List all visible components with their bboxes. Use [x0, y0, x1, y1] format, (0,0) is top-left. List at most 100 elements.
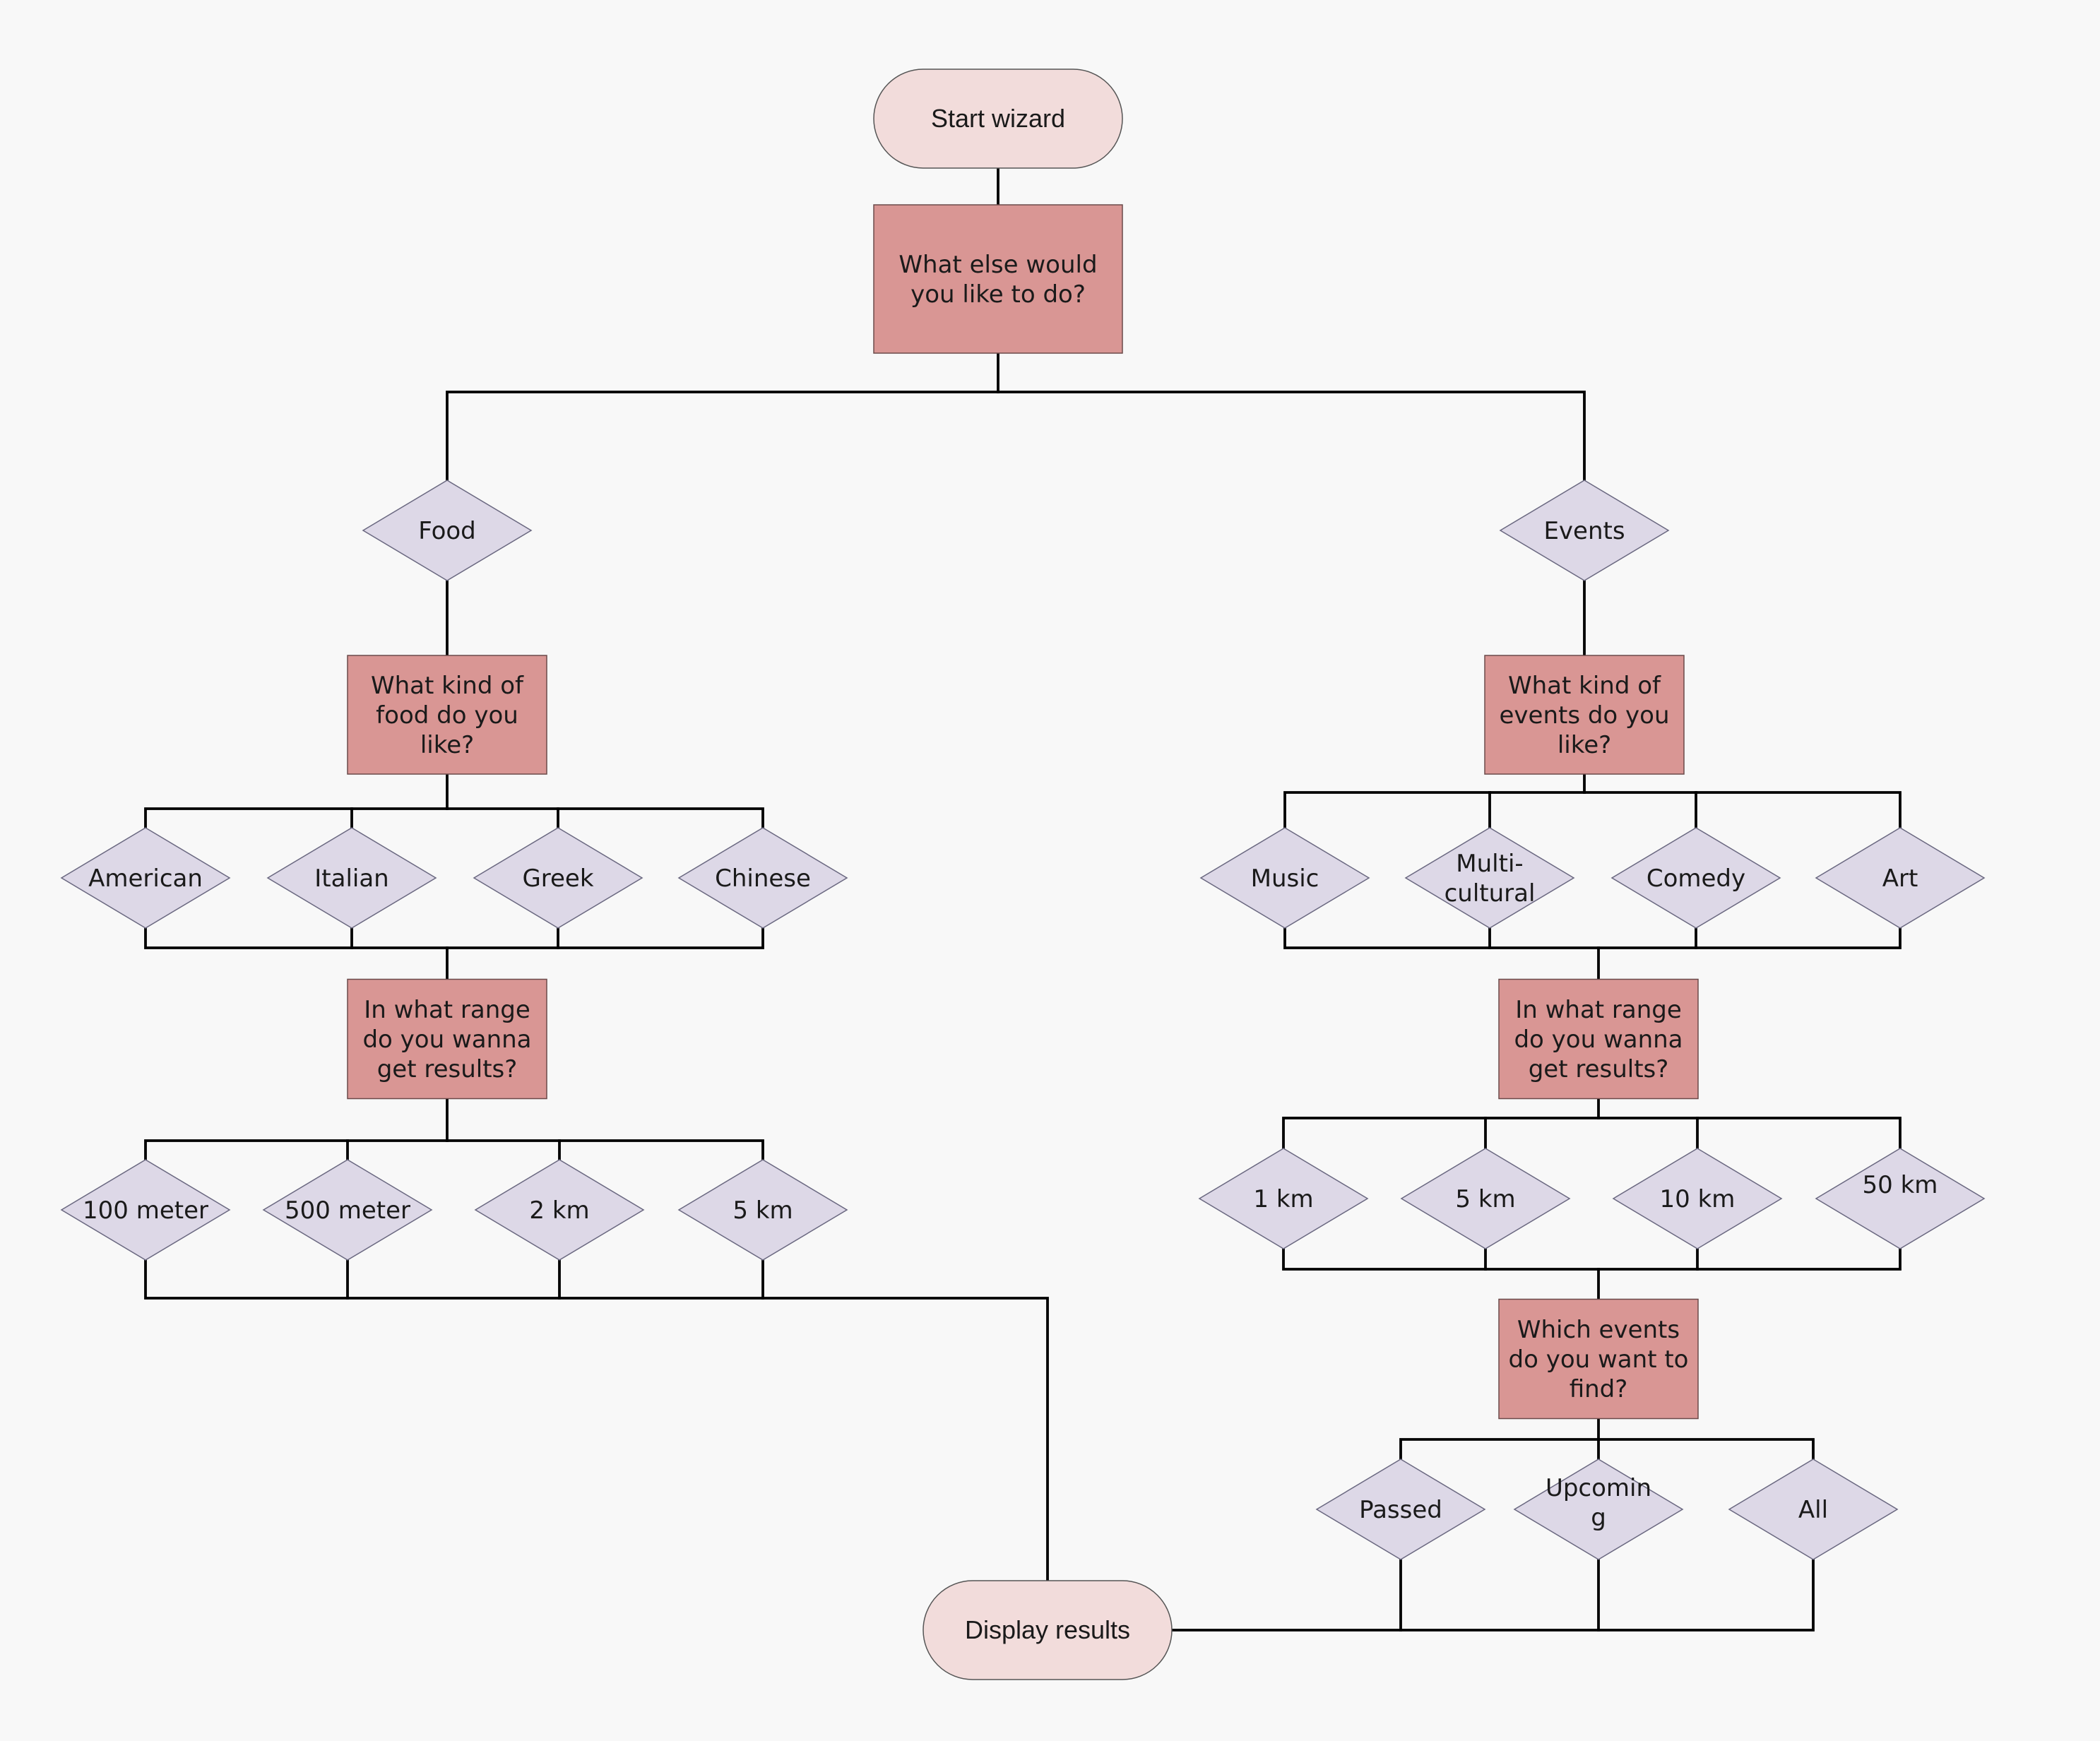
node-label: Italian [314, 864, 388, 893]
node-american: American [60, 827, 231, 929]
node-label: find? [1570, 1375, 1628, 1403]
node-r10km: 10 km [1612, 1148, 1783, 1249]
node-label: food do you [376, 701, 518, 730]
node-r1km: 1 km [1198, 1148, 1369, 1249]
node-greek: Greek [473, 827, 643, 929]
connector-food-range-bottom-bus [144, 1259, 1049, 1581]
connector-which-bottom-bus [1171, 1558, 1815, 1632]
node-italian: Italian [266, 827, 437, 929]
decision-shape [1610, 827, 1781, 929]
decision-shape [473, 827, 643, 929]
connector-events-range-top-bus [1282, 1117, 1902, 1151]
node-label: Display results [965, 1615, 1130, 1644]
process-shape [873, 204, 1123, 354]
node-label: g [1591, 1504, 1606, 1532]
connector-events-kind-top-bus [1283, 791, 1902, 829]
node-label: like? [1558, 731, 1611, 759]
node-display: Display results [923, 1580, 1173, 1680]
node-all: All [1728, 1458, 1899, 1560]
decision-shape [60, 1159, 231, 1261]
node-art: Art [1815, 827, 1986, 929]
decision-shape [474, 1159, 645, 1261]
node-r5km-events: 5 km [1400, 1148, 1571, 1249]
node-r500m: 500 meter [262, 1159, 433, 1261]
node-label: In what range [364, 996, 530, 1024]
node-label: events do you [1499, 701, 1669, 730]
connector-food-kind-bottom-bus [144, 927, 764, 949]
decision-shape [677, 827, 848, 929]
node-label: 2 km [529, 1196, 589, 1225]
connector-events-range-bottom-bus [1282, 1247, 1902, 1271]
node-label: Passed [1359, 1496, 1442, 1524]
node-music: Music [1199, 827, 1370, 929]
node-label: Food [418, 517, 476, 545]
node-chinese: Chinese [677, 827, 848, 929]
node-label: 5 km [1455, 1185, 1515, 1213]
node-food: Food [362, 480, 533, 581]
decision-shape [677, 1159, 848, 1261]
decision-shape [1199, 827, 1370, 929]
connector-which-top-bus [1399, 1438, 1815, 1461]
node-label: 100 meter [83, 1196, 208, 1225]
node-start: Start wizard [873, 69, 1123, 169]
connector-events-kind-bottom-bus [1283, 927, 1902, 949]
node-label: 10 km [1660, 1185, 1736, 1213]
connector-food-kind-top-bus [144, 807, 764, 829]
process-shape [1498, 1298, 1699, 1420]
connector-food-range-top-bus [144, 1139, 764, 1161]
node-label: What kind of [1508, 672, 1661, 700]
connector-main-split [446, 391, 1586, 482]
terminal-shape [923, 1580, 1173, 1680]
terminal-shape [873, 69, 1123, 169]
node-label: Upcomin [1546, 1474, 1651, 1502]
node-label: Start wizard [931, 104, 1065, 133]
node-label: 1 km [1253, 1185, 1313, 1213]
node-label: What else would [898, 251, 1097, 279]
decision-shape [1612, 1148, 1783, 1249]
node-label: Art [1882, 864, 1918, 893]
node-label: All [1798, 1496, 1828, 1524]
node-comedy: Comedy [1610, 827, 1781, 929]
node-r50km: 50 km [1815, 1148, 1986, 1249]
decision-shape [362, 480, 533, 581]
node-label: In what range [1515, 996, 1682, 1024]
node-label: Chinese [715, 864, 811, 893]
decision-shape [1400, 1148, 1571, 1249]
node-label: 5 km [732, 1196, 793, 1225]
decision-shape [1315, 1458, 1486, 1560]
node-label: 500 meter [285, 1196, 410, 1225]
node-label: American [88, 864, 203, 893]
node-label: you like to do? [910, 280, 1086, 309]
process-shape [1484, 655, 1685, 775]
node-label: like? [420, 731, 474, 759]
node-events: Events [1499, 480, 1670, 581]
node-r5km-food: 5 km [677, 1159, 848, 1261]
node-label: do you want to [1509, 1345, 1689, 1374]
decision-shape [266, 827, 437, 929]
node-label: Comedy [1647, 864, 1745, 893]
decision-shape [262, 1159, 433, 1261]
node-label: Greek [522, 864, 593, 893]
node-multicultural: Multi-cultural [1404, 827, 1575, 929]
node-label: cultural [1445, 879, 1536, 908]
decision-shape [1404, 827, 1575, 929]
decision-shape [1513, 1458, 1684, 1560]
node-label: get results? [1529, 1055, 1669, 1083]
node-label: do you wanna [362, 1026, 531, 1054]
node-label: Multi- [1456, 850, 1523, 878]
node-label: What kind of [371, 672, 524, 700]
decision-shape [1815, 827, 1986, 929]
decision-shape [1815, 1148, 1986, 1249]
node-label: Which events [1517, 1316, 1680, 1344]
connector-lines [144, 167, 1902, 1632]
node-label: 50 km [1863, 1171, 1938, 1199]
